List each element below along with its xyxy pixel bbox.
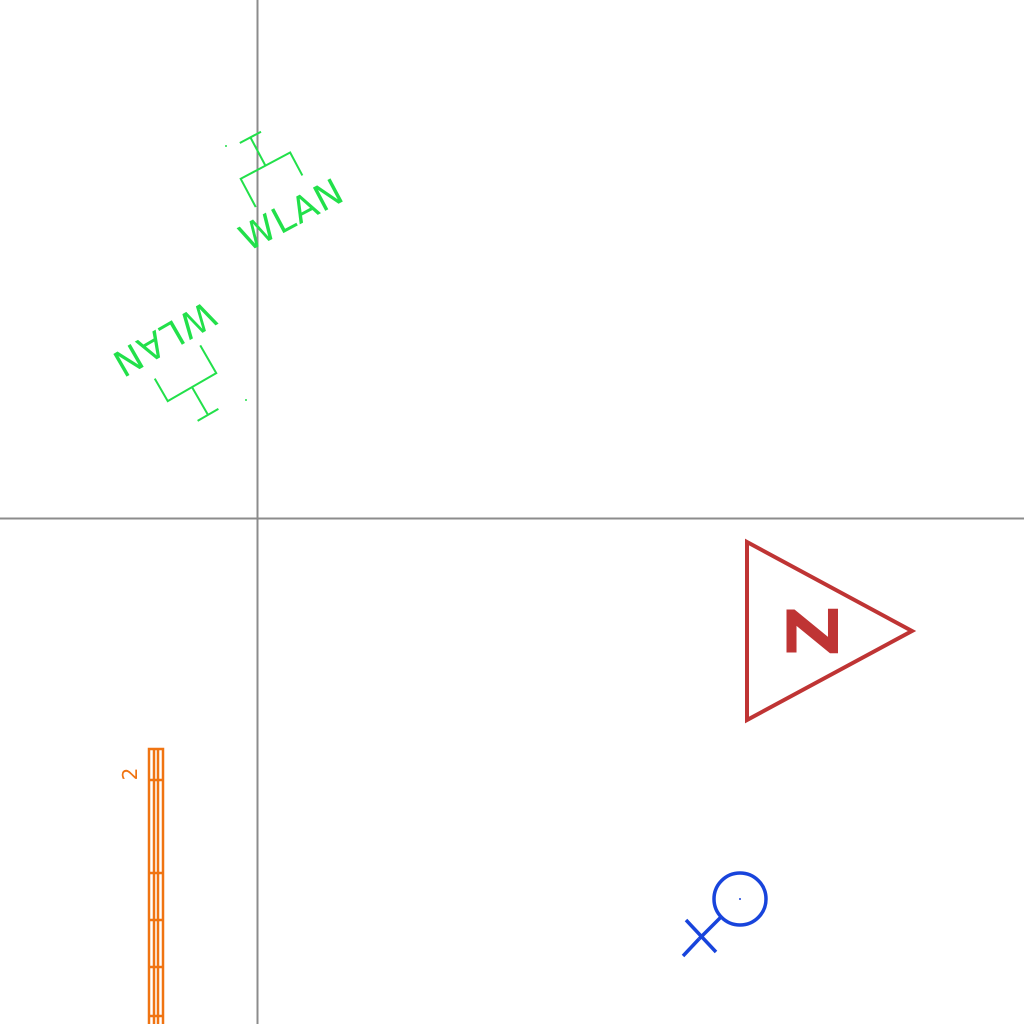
sensor-center-dot bbox=[739, 898, 741, 900]
circle-cross-sensor-icon bbox=[681, 871, 768, 958]
wlan-symbol-left[interactable]: WLAN bbox=[105, 292, 257, 442]
marker-label: Z bbox=[773, 606, 855, 657]
wlan-left-anchor-dot bbox=[245, 399, 247, 401]
triangle-marker[interactable]: Z bbox=[745, 538, 917, 724]
wlan-label-left: WLAN bbox=[105, 292, 223, 384]
circle-cross-sensor[interactable] bbox=[681, 871, 768, 958]
strip-number-label: 2 bbox=[118, 768, 142, 781]
wlan-antenna-icon bbox=[153, 344, 219, 422]
wlan-top-anchor-dot bbox=[225, 145, 227, 147]
wlan-symbol-top[interactable]: WLAN bbox=[201, 111, 351, 260]
triangle-marker-icon bbox=[745, 538, 917, 724]
wlan-antenna-icon bbox=[239, 130, 304, 208]
segmented-strip[interactable]: 2 bbox=[118, 747, 165, 1024]
wlan-label-top: WLAN bbox=[233, 171, 351, 260]
segmented-strip-icon bbox=[147, 747, 165, 1024]
